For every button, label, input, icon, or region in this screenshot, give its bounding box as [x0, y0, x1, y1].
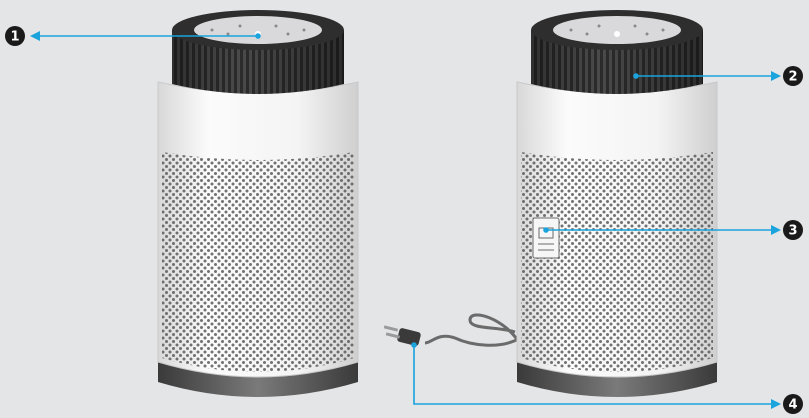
callout-number-3: 3	[788, 224, 797, 239]
purifier-front-view	[158, 10, 358, 397]
grille-left	[162, 152, 354, 372]
rating-label-icon	[533, 218, 559, 258]
callout-number-1: 1	[10, 30, 19, 45]
purifier-back-view	[384, 10, 717, 397]
power-cord	[425, 315, 520, 345]
callout-2: 2	[783, 66, 803, 86]
callout-number-4: 4	[788, 398, 797, 413]
callout-1: 1	[5, 26, 25, 46]
callout-3: 3	[783, 220, 803, 240]
callout-number-2: 2	[788, 70, 797, 85]
callout-4: 4	[783, 394, 803, 414]
grille-right	[521, 152, 713, 372]
